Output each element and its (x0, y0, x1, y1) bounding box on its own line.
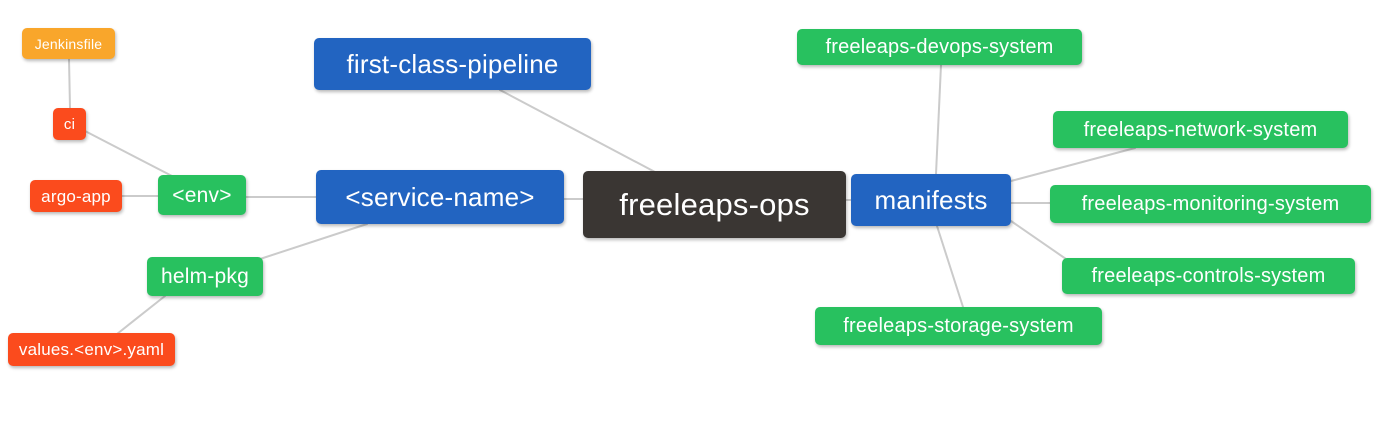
edge-manifests-to-freeleaps-network-system (1010, 147, 1136, 182)
mindmap-node-values-env-yaml[interactable]: values.<env>.yaml (8, 333, 175, 366)
mindmap-node-freeleaps-monitoring-system[interactable]: freeleaps-monitoring-system (1050, 185, 1371, 223)
edge-values-env-yaml-to-helm-pkg (116, 295, 166, 335)
mindmap-node-freeleaps-devops-system[interactable]: freeleaps-devops-system (797, 29, 1082, 65)
edge-manifests-to-freeleaps-devops-system (935, 64, 942, 175)
mindmap-node-manifests[interactable]: manifests (851, 174, 1011, 226)
mindmap-node-first-class-pipeline[interactable]: first-class-pipeline (314, 38, 591, 90)
edge-manifests-to-freeleaps-controls-system (1010, 220, 1067, 260)
mindmap-node-freeleaps-controls-system[interactable]: freeleaps-controls-system (1062, 258, 1355, 294)
mindmap-node-ci[interactable]: ci (53, 108, 86, 140)
edge-ci-to-env (84, 130, 173, 177)
edge-manifests-to-freeleaps-storage-system (936, 225, 964, 308)
edge-helm-pkg-to-service-name (259, 223, 368, 260)
mindmap-node-freeleaps-ops[interactable]: freeleaps-ops (583, 171, 846, 238)
mindmap-node-argo-app[interactable]: argo-app (30, 180, 122, 212)
mindmap-node-helm-pkg[interactable]: helm-pkg (147, 257, 263, 296)
mindmap-node-freeleaps-storage-system[interactable]: freeleaps-storage-system (815, 307, 1102, 345)
edge-first-class-pipeline-to-freeleaps-ops (499, 89, 656, 173)
mindmap-node-service-name[interactable]: <service-name> (316, 170, 564, 224)
mindmap-node-jenkinsfile[interactable]: Jenkinsfile (22, 28, 115, 59)
mindmap-node-env[interactable]: <env> (158, 175, 246, 215)
edge-jenkinsfile-to-ci (68, 58, 71, 109)
mindmap-node-freeleaps-network-system[interactable]: freeleaps-network-system (1053, 111, 1348, 148)
